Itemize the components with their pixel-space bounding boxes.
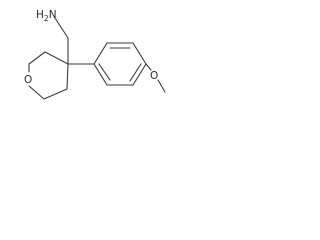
aromatic-double-bond-3 — [98, 63, 111, 81]
benzene-ring — [93, 42, 147, 86]
bond-ring-5 — [43, 88, 68, 100]
aromatic-bond-3 — [132, 42, 147, 65]
aromatic-bond-4 — [132, 63, 147, 86]
aromatic-bond-6 — [93, 63, 108, 86]
amine-label: H2N — [36, 9, 57, 23]
molecule-structure: H2N O O — [24, 9, 166, 100]
bond-n-ch2 — [54, 17, 69, 39]
aromatic-double-bond-2 — [129, 63, 142, 82]
tetrahydropyran-ring — [28, 51, 69, 100]
aminomethyl-group — [54, 17, 69, 65]
bond-ring-1 — [44, 51, 69, 65]
methoxy-group — [145, 63, 166, 93]
ring-oxygen-label: O — [24, 74, 32, 86]
aromatic-bond-1 — [93, 42, 108, 65]
bond-oxygen-methyl — [157, 79, 166, 93]
bond-ring-2 — [28, 51, 46, 65]
bond-ring-6 — [66, 63, 69, 90]
bond-ring-4 — [28, 85, 45, 100]
ether-oxygen-label: O — [150, 70, 158, 82]
bond-aryl-oxygen — [145, 63, 152, 71]
